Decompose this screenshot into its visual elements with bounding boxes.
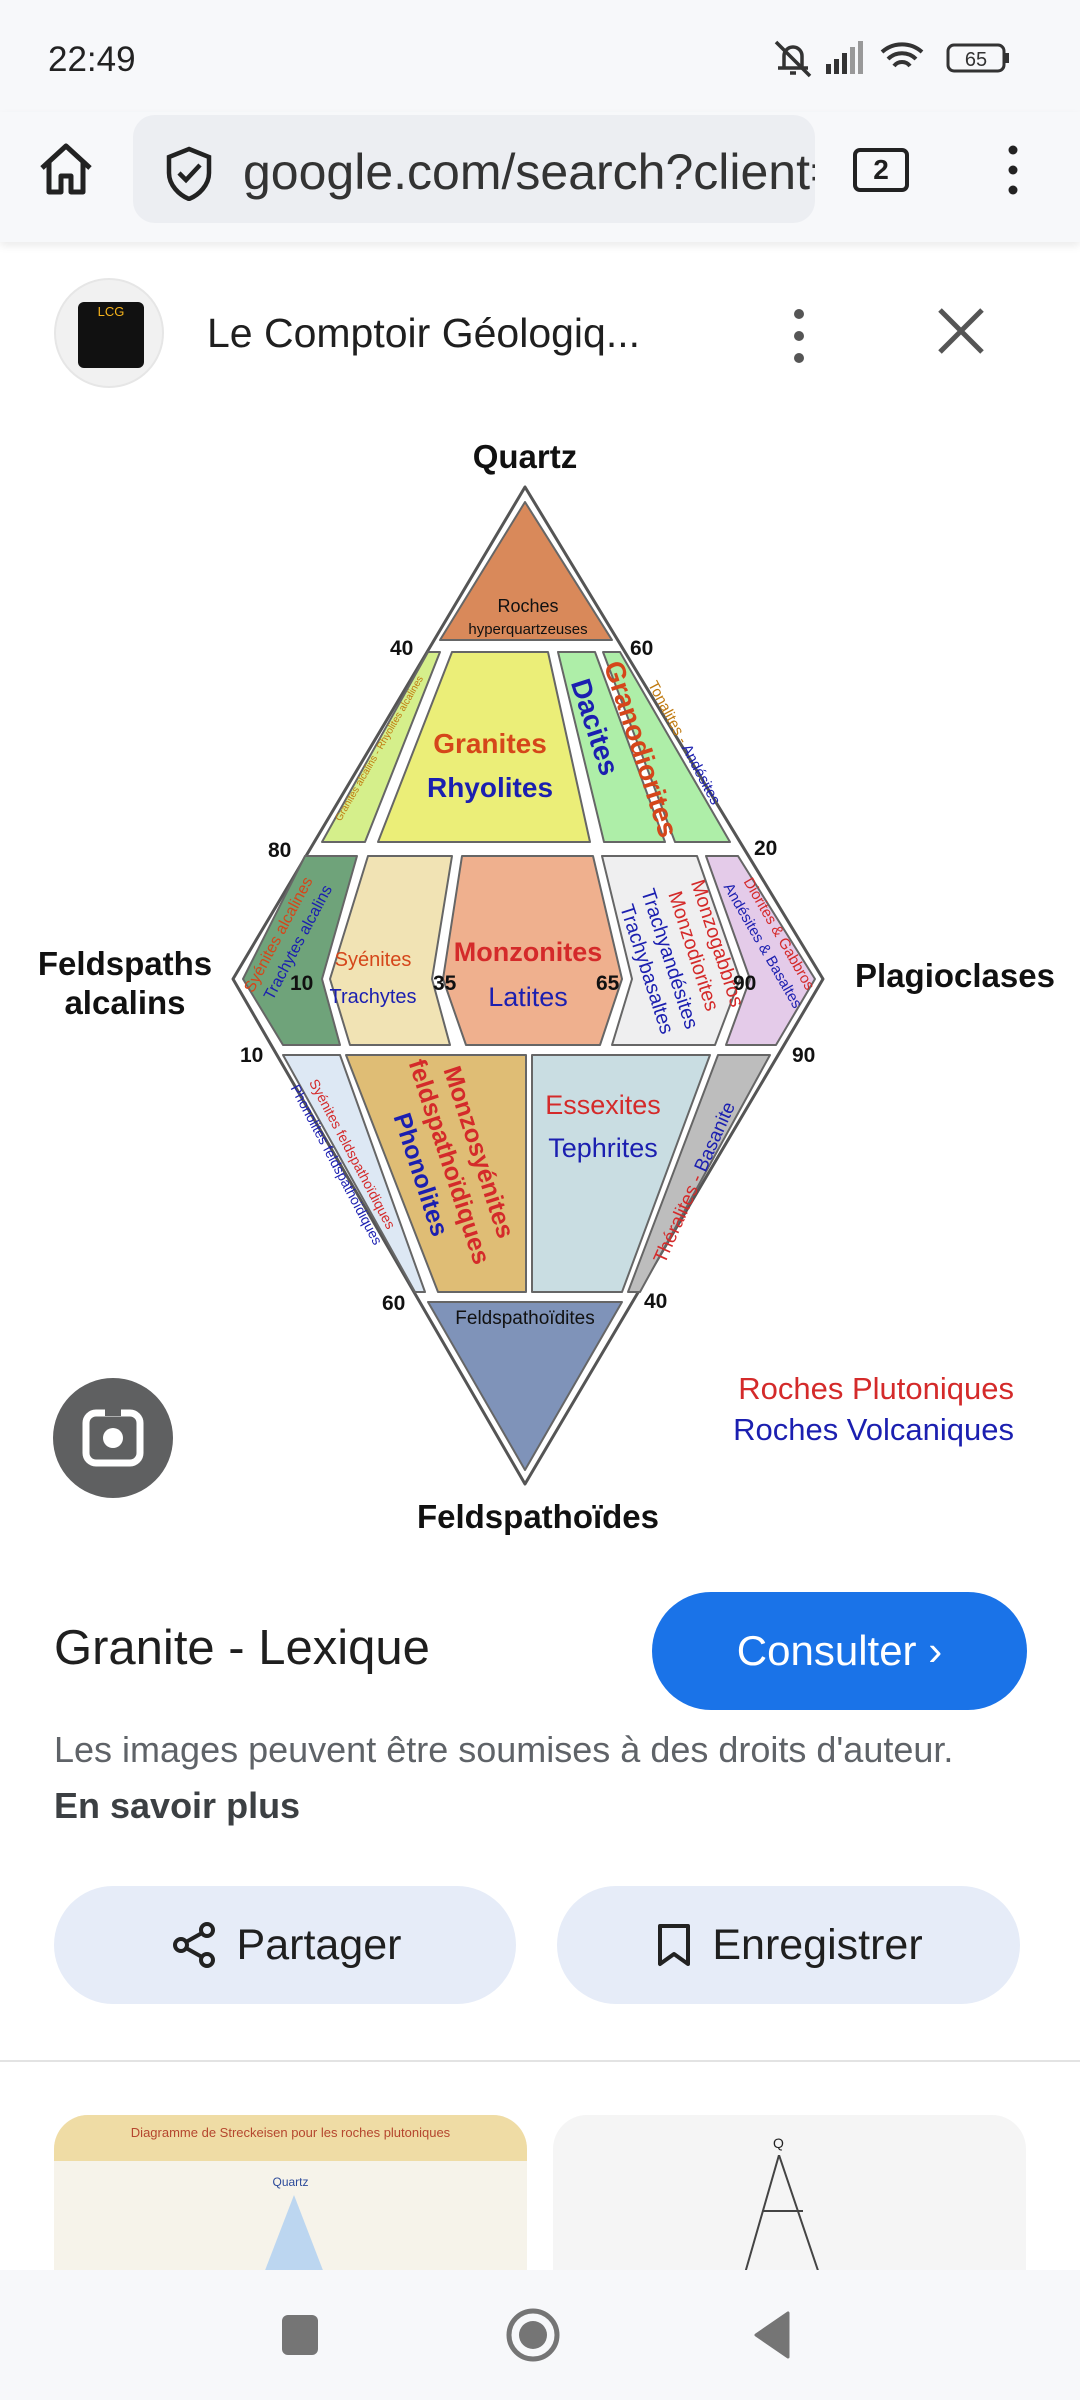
tick: 90	[792, 1044, 815, 1067]
region-syenites-feldspathoidiques	[282, 1054, 426, 1293]
tab-switcher-button[interactable]: 2	[853, 148, 909, 192]
save-label: Enregistrer	[712, 1921, 923, 1969]
apex-alcalins: alcalins	[64, 984, 185, 1021]
source-more-icon[interactable]	[786, 306, 812, 366]
copyright-notice: Les images peuvent être soumises à des d…	[54, 1722, 954, 1834]
region-syenites	[329, 855, 453, 1046]
label-granites: Granites	[433, 728, 547, 759]
tick: 60	[382, 1292, 405, 1315]
bookmark-icon	[658, 1924, 691, 1966]
consult-label: Consulter	[736, 1627, 917, 1674]
signal-icon	[826, 41, 863, 74]
battery-icon	[946, 43, 1006, 73]
tick: 35	[433, 972, 457, 995]
region-tonalites	[602, 651, 731, 843]
region-syenites-alcalines	[242, 855, 358, 1046]
label-trachytes: Trachytes	[329, 986, 416, 1008]
share-label: Partager	[236, 1921, 402, 1969]
related-title: Diagramme de Streckeisen pour les roches…	[54, 2115, 527, 2161]
label-hyperquartz: Roches	[497, 596, 558, 616]
region-hyperquartz	[439, 501, 613, 641]
label-tephrites: Tephrites	[548, 1133, 658, 1163]
label-hyperquartz: hyperquartzeuses	[468, 621, 587, 638]
url-text[interactable]: google.com/search?client=	[243, 144, 815, 200]
rights-text: Les images peuvent être soumises à des d…	[54, 1729, 954, 1770]
label-rhyolites: Rhyolites	[427, 772, 553, 803]
tick: 65	[596, 972, 620, 995]
close-icon[interactable]	[936, 306, 986, 356]
status-icons: 65	[774, 40, 1009, 78]
clock: 22:49	[48, 40, 136, 79]
address-bar[interactable]: google.com/search?client=	[133, 115, 815, 223]
apex-feldspaths: Feldspaths	[38, 945, 212, 982]
streckeisen-diagram[interactable]: Quartz Feldspaths alcalins Plagioclases …	[0, 420, 1080, 1550]
share-button[interactable]: Partager	[54, 1886, 516, 2004]
mute-bell-icon	[774, 40, 812, 78]
chevron-right-icon: ›	[928, 1627, 943, 1674]
legend-plutonic: Roches Plutoniques	[738, 1371, 1014, 1406]
region-theralites	[627, 1054, 771, 1293]
region-diorites	[705, 855, 816, 1046]
home-icon[interactable]	[36, 140, 96, 196]
apex-plagioclases: Plagioclases	[855, 957, 1055, 994]
battery-level: 65	[965, 49, 987, 71]
recents-icon[interactable]	[280, 2313, 320, 2357]
region-monzosyenites	[345, 1054, 527, 1293]
google-lens-button[interactable]	[53, 1378, 173, 1498]
share-icon	[172, 1922, 215, 1968]
status-bar: 22:49 65	[0, 0, 1080, 112]
shield-icon[interactable]	[163, 145, 215, 201]
more-menu-icon[interactable]	[1000, 142, 1026, 198]
region-granites-alcalins	[321, 651, 441, 843]
tick: 80	[268, 839, 291, 862]
tick: 10	[290, 972, 313, 995]
related-label: Quartz	[272, 2175, 309, 2189]
wifi-icon	[880, 42, 924, 68]
region-essexites	[531, 1054, 711, 1293]
result-title[interactable]: Granite - Lexique	[54, 1621, 430, 1675]
system-nav-bar	[0, 2270, 1080, 2400]
browser-toolbar: google.com/search?client= 2	[0, 112, 1080, 242]
region-monzonites	[442, 855, 623, 1046]
tick: 40	[644, 1290, 667, 1313]
divider	[0, 2060, 1080, 2062]
tick: 10	[240, 1044, 263, 1067]
region-granodiorites	[557, 651, 666, 843]
save-button[interactable]: Enregistrer	[557, 1886, 1020, 2004]
apex-quartz: Quartz	[473, 438, 578, 475]
triangle-thumbnail	[732, 2155, 834, 2315]
source-logo: LCG	[78, 302, 144, 368]
tick: 40	[390, 637, 413, 660]
home-nav-icon[interactable]	[505, 2307, 561, 2363]
apex-feldspathoides: Feldspathoïdes	[417, 1498, 659, 1535]
tick: 60	[630, 637, 653, 660]
learn-more-link[interactable]: En savoir plus	[54, 1785, 301, 1826]
tick: 20	[754, 837, 777, 860]
svg-text:Monzogabbros Monzodiorit: Monzogabbros Monzodiorites Trachyandésit…	[612, 871, 751, 1045]
legend-volcanic: Roches Volcaniques	[733, 1412, 1014, 1447]
source-title[interactable]: Le Comptoir Géologiq...	[207, 310, 641, 356]
related-label: Q	[773, 2135, 784, 2151]
source-header: LCG Le Comptoir Géologiq...	[0, 270, 1080, 400]
label-feldspathoidites: Feldspathoïdites	[455, 1308, 594, 1329]
back-icon[interactable]	[752, 2310, 792, 2360]
region-granites	[377, 651, 591, 843]
label-syenites: Syénites	[335, 949, 412, 971]
tick: 90	[733, 972, 756, 995]
source-avatar[interactable]: LCG	[54, 278, 164, 388]
region-feldspathoidites	[427, 1301, 623, 1471]
label-essexites: Essexites	[545, 1090, 661, 1120]
consult-button[interactable]: Consulter ›	[652, 1592, 1027, 1710]
region-monzodiorites	[601, 855, 741, 1046]
label-latites: Latites	[488, 982, 568, 1012]
label-monzonites: Monzonites	[454, 937, 603, 967]
lens-icon	[82, 1406, 144, 1467]
